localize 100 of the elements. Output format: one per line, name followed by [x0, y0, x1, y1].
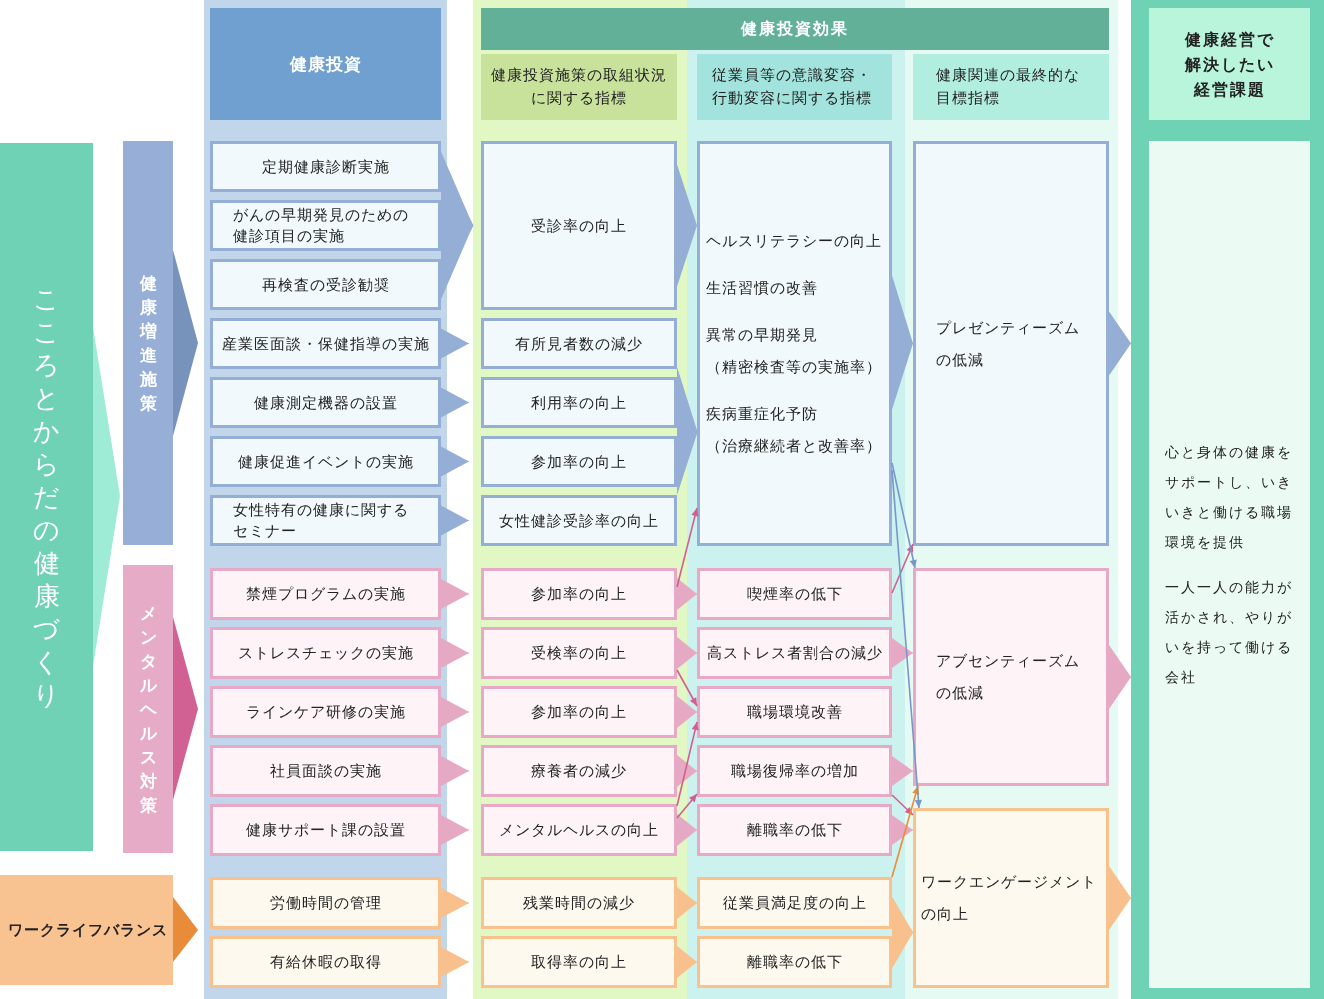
theme-block [0, 143, 120, 851]
paragraph: 心と身体の健康をサポートし、いきいきと働ける職場環境を提供 [1165, 443, 1294, 552]
indicator-box [481, 377, 677, 428]
indicator-box [481, 745, 677, 797]
indicator-box [481, 318, 677, 369]
arrow [891, 462, 917, 569]
indicator-box [697, 936, 892, 988]
header-box [1149, 8, 1310, 120]
arrow [891, 543, 914, 594]
item-label: 有給休暇の取得 [269, 952, 382, 973]
indicator-box [697, 877, 892, 929]
header-text: 健康経営で解決したい経営課題 [1183, 28, 1276, 101]
item-label: 療養者の減少 [531, 761, 627, 782]
header-box [210, 8, 441, 120]
measure-box [210, 877, 441, 929]
chevron-arrow [440, 446, 470, 477]
item-label: プレゼンティーズムの低減 [936, 317, 1081, 371]
header-text: 健康関連の最終的な目標指標 [936, 65, 1081, 109]
item-label: 参加率の向上 [531, 584, 627, 605]
header-text: 健康投資施策の取組状況に関する指標 [490, 65, 668, 109]
item-label: 労働時間の管理 [269, 893, 382, 914]
chevron-arrow [440, 579, 470, 609]
measure-box [210, 141, 441, 192]
chevron-arrow [1108, 645, 1132, 709]
arrow [891, 469, 922, 809]
item-label: 残業時間の減少 [523, 893, 635, 914]
indicator-box [481, 568, 677, 620]
chevron-arrow [891, 756, 914, 786]
column-header [697, 54, 892, 120]
measure-box [210, 686, 441, 738]
item-label: 取得率の向上 [531, 952, 627, 973]
chevron-arrow [440, 888, 470, 918]
chevron-arrow [440, 815, 470, 845]
item-label: 受検率の向上 [531, 643, 627, 664]
item-label: ヘルスリテラシーの向上 [706, 231, 882, 252]
item-label: 職場環境改善 [746, 702, 843, 723]
measure-box [210, 200, 441, 251]
chevron-arrow [891, 815, 914, 845]
indicator-box [481, 141, 677, 310]
item-label: 離職率の低下 [746, 952, 843, 973]
indicator-box [697, 627, 892, 679]
item-label: 喫煙率の低下 [746, 584, 843, 605]
chevron-arrow [440, 756, 470, 786]
arrow [891, 785, 920, 878]
measure-box [210, 745, 441, 797]
header-text: 健康投資 [289, 53, 362, 75]
item-label: 産業医面談・保健指導の実施 [221, 333, 430, 355]
item-label: 有所見者数の減少 [515, 333, 643, 355]
measure-box [210, 318, 441, 369]
chevron-arrow [891, 896, 914, 969]
chevron-arrow [676, 578, 698, 610]
chevron-arrow [676, 946, 698, 978]
chevron-arrow [891, 275, 914, 410]
chevron-arrow [440, 638, 470, 668]
indicator-box [481, 936, 677, 988]
chevron-arrow [1108, 311, 1132, 376]
item-label: 離職率の低下 [746, 820, 843, 841]
item-label: がんの早期発見のための健診項目の実施 [233, 204, 410, 247]
measure-box [210, 804, 441, 856]
item-label: 参加率の向上 [531, 451, 627, 473]
indicator-box [697, 141, 892, 546]
chevron-arrow [676, 164, 698, 287]
item-label: ワークエンゲージメントの向上 [921, 872, 1098, 925]
measure-box [210, 377, 441, 428]
chevron-arrow [440, 505, 470, 536]
chevron-arrow [1108, 866, 1132, 930]
indicator-box [697, 804, 892, 856]
item-label: 禁煙プログラムの実施 [245, 584, 406, 605]
chevron-arrow [440, 328, 470, 359]
goal-box [913, 808, 1109, 988]
arrow [676, 793, 698, 819]
arrow [891, 794, 914, 816]
item-label: 従業員満足度の向上 [722, 893, 867, 914]
arrow [676, 721, 699, 807]
item-label: 定期健康診断実施 [261, 156, 390, 178]
column-header [481, 54, 677, 120]
category-label: 健康増進施策 [138, 272, 158, 415]
chevron-arrow [440, 387, 470, 418]
item-label: アブセンティーズムの低減 [936, 651, 1081, 704]
item-label: 健康測定機器の設置 [253, 392, 398, 414]
item-label: 利用率の向上 [531, 392, 627, 414]
indicator-box [481, 436, 677, 487]
indicator-box [481, 686, 677, 738]
item-label: 疾病重症化予防（治療継続者と改善率） [706, 404, 883, 457]
indicator-box [697, 568, 892, 620]
category-label: ワークライフバランス [8, 920, 168, 941]
item-label: 異常の早期発見（精密検査等の実施率） [706, 325, 883, 378]
theme-label: こころとからだの健康づくり [32, 282, 61, 712]
item-label: 生活習慣の改善 [706, 278, 818, 299]
goal-box [913, 568, 1109, 786]
item-label: 受診率の向上 [531, 215, 627, 237]
column-header [913, 54, 1109, 120]
chevron-arrow [676, 696, 698, 728]
item-label: 高ストレス者割合の減少 [706, 643, 883, 664]
chevron-arrow [676, 814, 698, 846]
item-label: 女性特有の健康に関するセミナー [233, 499, 410, 542]
chevron-arrow [440, 151, 474, 300]
measure-box [210, 936, 441, 988]
chevron-arrow [676, 755, 698, 787]
item-label: 健康サポート課の設置 [245, 820, 406, 841]
